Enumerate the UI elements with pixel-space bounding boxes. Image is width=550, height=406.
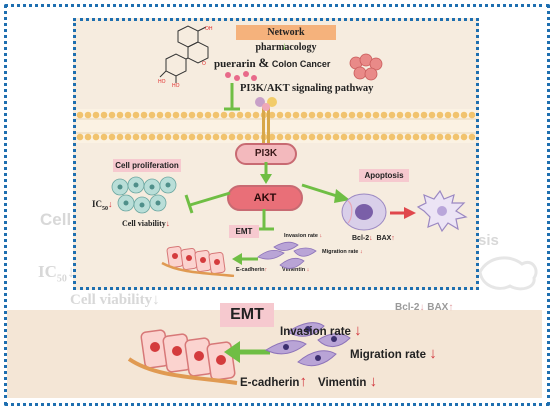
zoom-invasion-rate: Invasion rate ↓ [280, 322, 362, 339]
bg-cell-viability-text: Cell viability↓ [70, 292, 160, 308]
green-arrow-small [232, 253, 258, 265]
cell-proliferation-label: Cell proliferation [113, 159, 181, 172]
red-arrow-apoptosis [390, 207, 416, 219]
inhibit-pathway-icon [224, 83, 240, 111]
svg-text:HO: HO [172, 83, 180, 87]
zoom-epithelial-cells [127, 329, 238, 385]
zoom-mesenchymal-cells [264, 322, 351, 367]
invasion-rate-label: Invasion rate ↓ [284, 233, 323, 239]
down-arrow-small: ↓ [282, 41, 287, 52]
puerarin-structure-icon: OH HO HO O [158, 25, 213, 87]
emt-label: EMT [229, 225, 259, 238]
zoom-emt-label: EMT [220, 303, 274, 327]
zoom-panel [7, 310, 542, 398]
cell-membrane [76, 109, 476, 143]
arrow-pi3k-akt [260, 162, 272, 184]
zoom-green-arrow [224, 341, 270, 363]
bcl2-bax-label: Bcl-2↓ BAX↑ [352, 235, 395, 242]
bg-apoptosis-fragment: sis [478, 232, 499, 249]
zoom-vimentin: Vimentin ↓ [318, 373, 378, 390]
arrow-akt-apoptosis [301, 183, 350, 203]
bg-apoptotic-cell-icon [478, 256, 538, 291]
puerarin-particles-icon [225, 71, 257, 81]
bg-bcl2-bax-text: Bcl-2↓ BAX↑ [395, 302, 454, 313]
epithelial-cells-small-icon [161, 246, 235, 277]
migration-rate-label: Migration rate ↓ [322, 249, 363, 255]
colon-cancer-cluster-icon [349, 53, 383, 81]
svg-text:HO: HO [158, 79, 166, 85]
inhibit-proliferation-icon [184, 191, 231, 214]
akt-node: AKT [227, 185, 303, 211]
bg-ic50-text: IC50↓ [38, 262, 76, 285]
vimentin-label: Vimentin ↓ [282, 267, 310, 273]
apoptotic-cell-icon [416, 189, 468, 233]
apoptosis-label: Apoptosis [359, 169, 409, 182]
e-cadherin-label: E-cadherin↑ [236, 267, 268, 273]
svg-text:OH: OH [205, 26, 213, 32]
healthy-cell-icon [341, 193, 387, 231]
pathway-label: PI3K/AKT signaling pathway [240, 83, 374, 94]
mesenchymal-cells-small-icon [257, 241, 317, 269]
proliferating-cells-icon [111, 176, 177, 214]
svg-text:O: O [202, 61, 206, 67]
zoom-e-cadherin: E-cadherin↑ [240, 373, 307, 390]
zoom-migration-rate: Migration rate ↓ [350, 345, 437, 362]
outer-frame [4, 4, 550, 406]
bg-cell-text: Cell [40, 210, 72, 229]
inner-panel: OH HO HO O Network pharmacology ↓ puerarin … [73, 18, 479, 290]
puerarin-colon-line: puerarin & Colon Cancer [214, 55, 331, 70]
ic50-label: IC50↓ [92, 199, 113, 212]
cell-viability-label: Cell viability↓ [122, 219, 170, 228]
receptor-icon [255, 97, 277, 145]
network-pharmacology-label: Network pharmacology [236, 25, 336, 53]
